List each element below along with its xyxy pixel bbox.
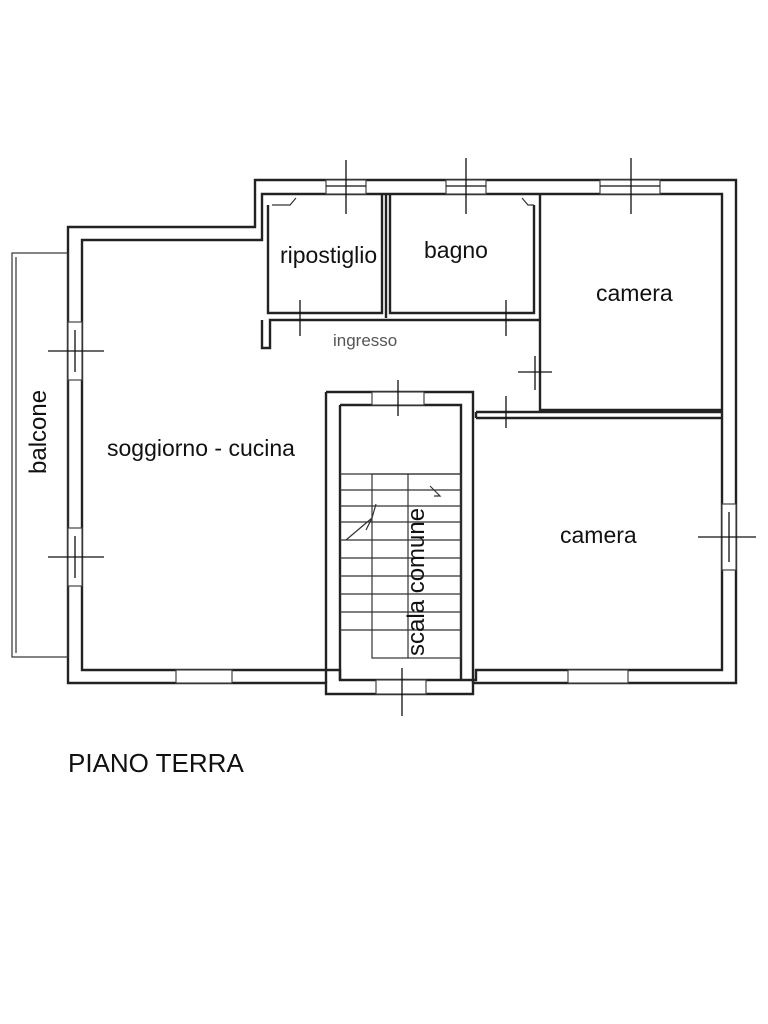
label-ripostiglio: ripostiglio — [280, 242, 377, 268]
room-ripostiglio — [266, 194, 384, 315]
label-scala-comune: scala comune — [403, 508, 430, 656]
label-bagno: bagno — [424, 237, 488, 263]
label-ingresso: ingresso — [333, 331, 397, 350]
room-camera-top — [476, 408, 722, 414]
staircase — [324, 390, 475, 683]
label-soggiorno-cucina: soggiorno - cucina — [107, 435, 295, 461]
floor-title: PIANO TERRA — [68, 748, 244, 778]
label-camera-bottom: camera — [560, 522, 637, 548]
balcony — [11, 252, 69, 658]
room-bagno — [384, 194, 536, 318]
corridor-ingresso — [260, 194, 542, 412]
crosshair-markers — [48, 158, 756, 716]
label-camera-top: camera — [596, 280, 673, 306]
stair-treads — [340, 473, 461, 631]
label-balcone: balcone — [25, 390, 52, 474]
room-camera-bottom — [474, 412, 722, 420]
